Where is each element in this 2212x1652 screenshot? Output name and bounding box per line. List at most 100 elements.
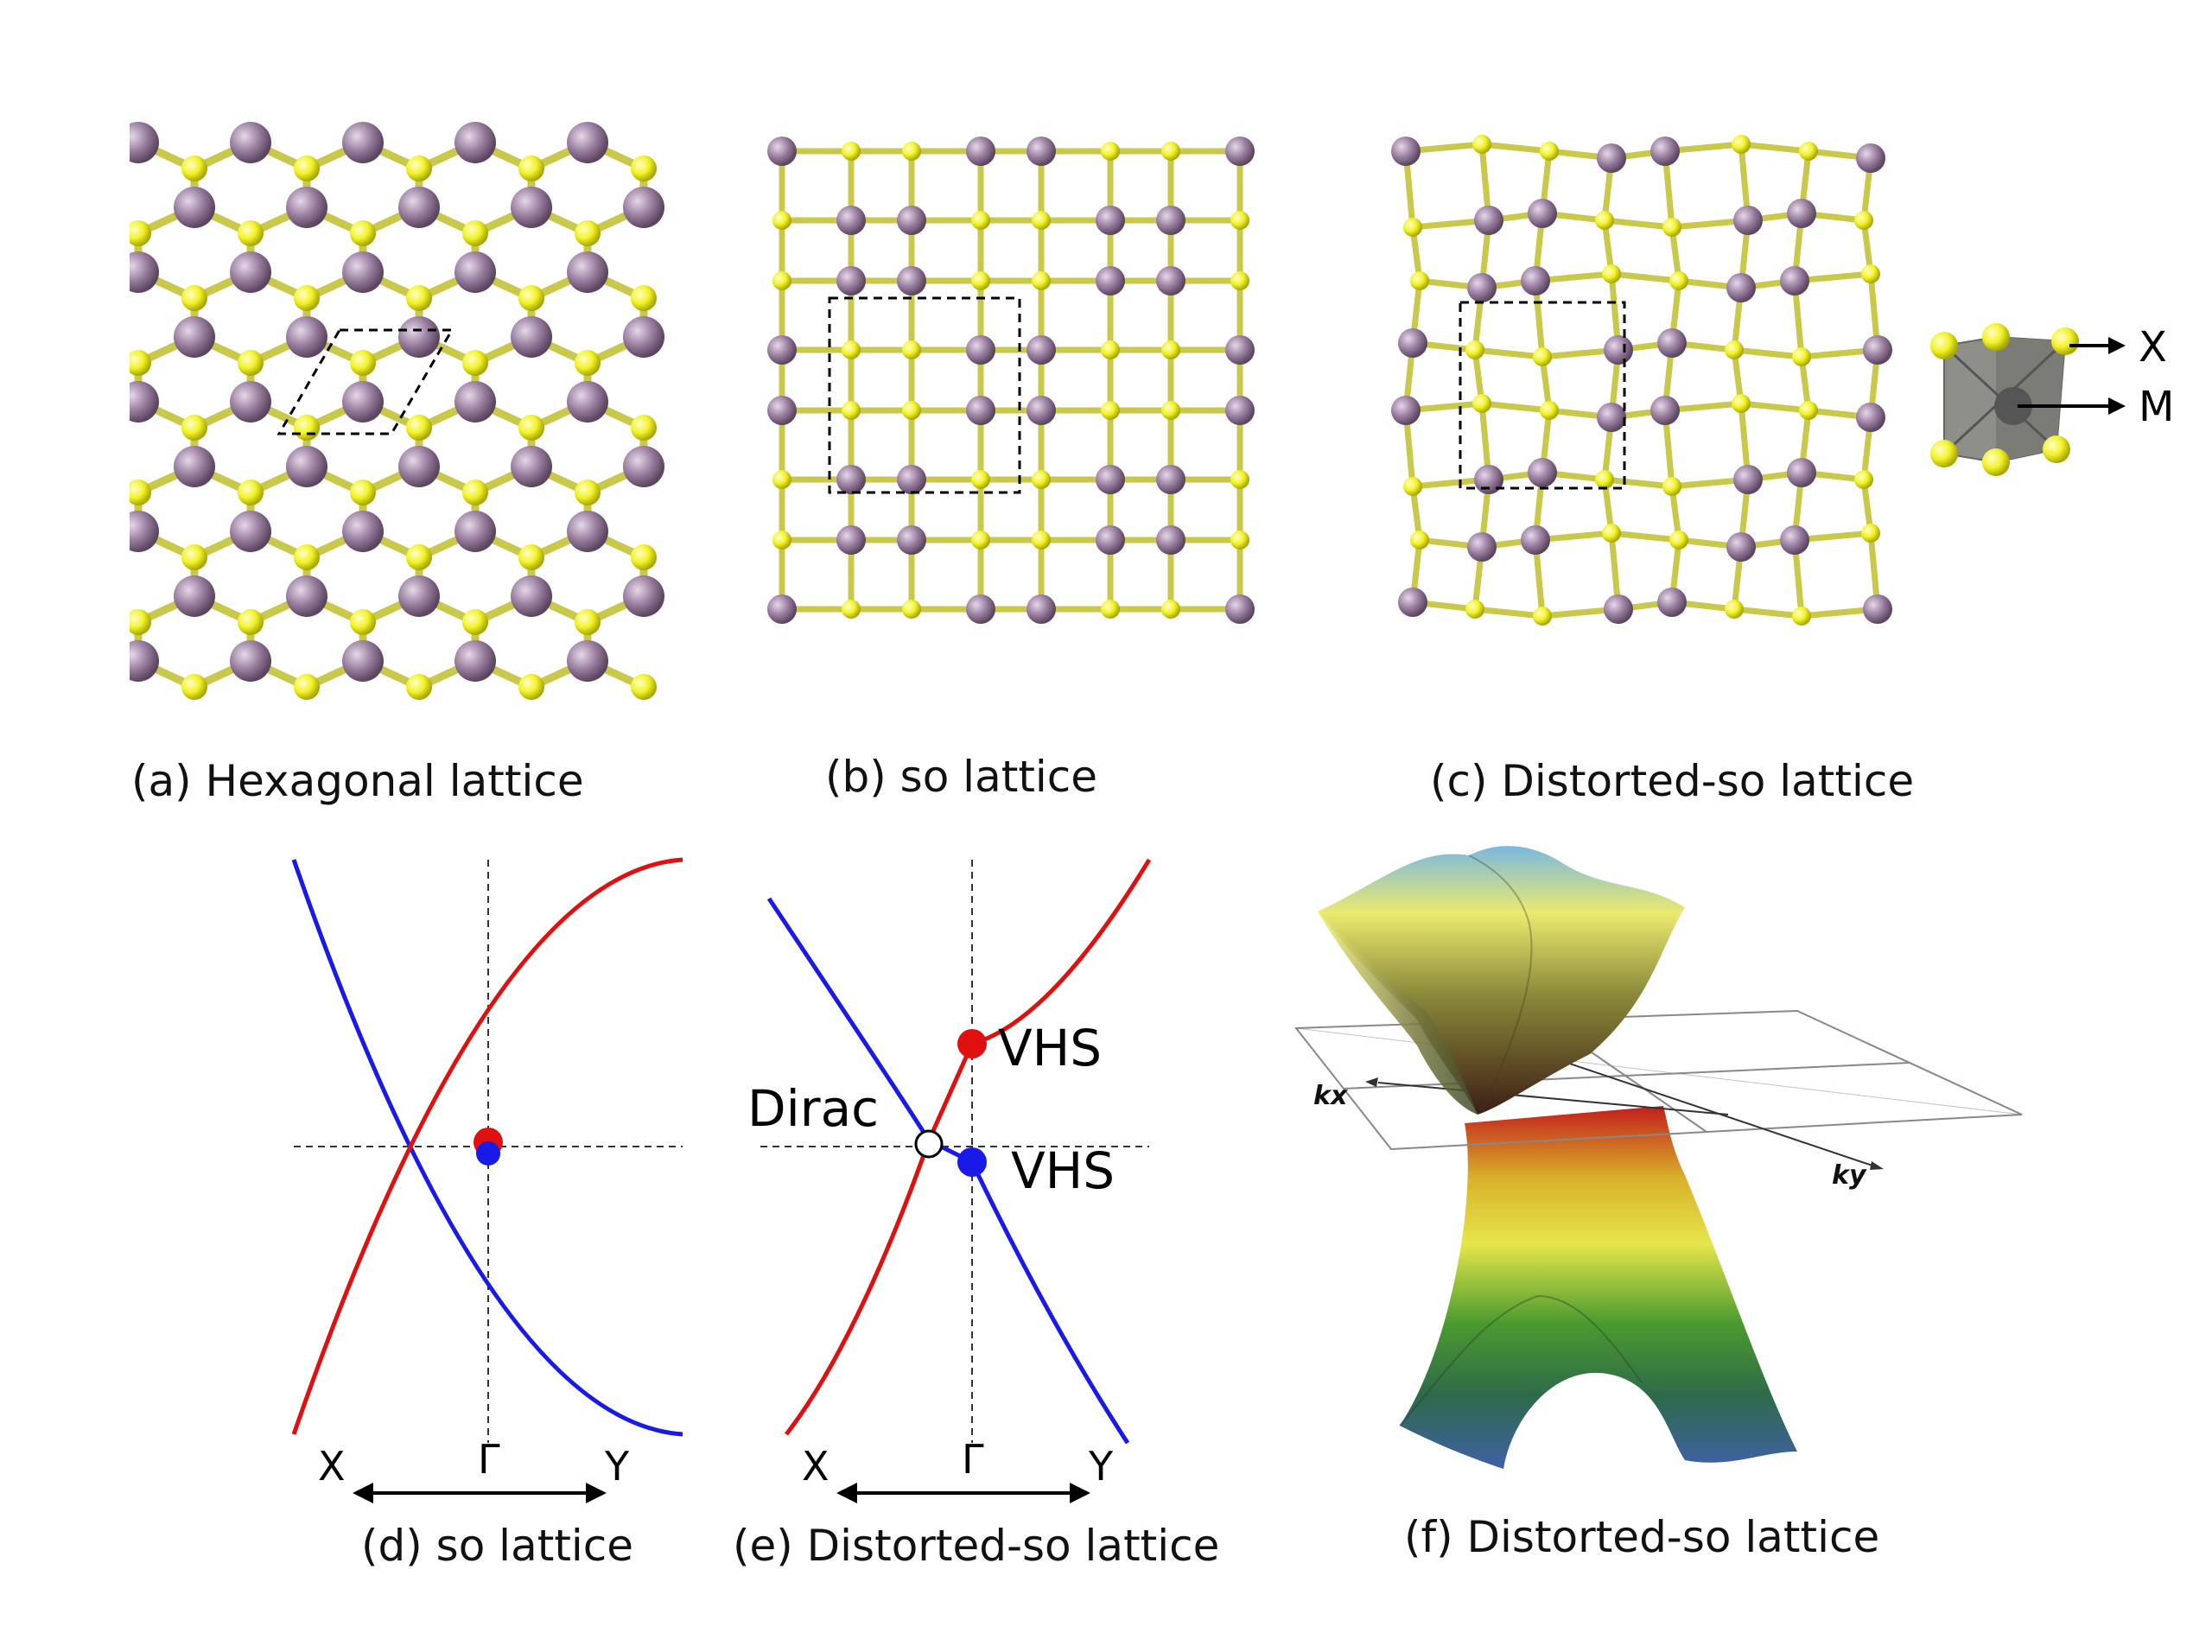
metal-atom bbox=[836, 266, 866, 295]
chalcogen-atom bbox=[1403, 218, 1422, 237]
chalcogen-atom bbox=[1161, 600, 1180, 619]
metal-atom bbox=[1780, 525, 1809, 555]
unit-cell-outline bbox=[276, 328, 454, 435]
metal-atom bbox=[342, 122, 384, 163]
band-structure-distorted-so: VHS VHS Dirac X Γ Y bbox=[747, 858, 1152, 1503]
metal-atom bbox=[897, 206, 926, 235]
chalcogen-atom bbox=[575, 220, 601, 246]
bond bbox=[1611, 270, 1680, 284]
k-label-x: X bbox=[802, 1443, 830, 1490]
chalcogen-atom bbox=[631, 544, 657, 570]
metal-atom bbox=[1027, 396, 1056, 425]
bond bbox=[1611, 530, 1680, 543]
metal-atom bbox=[897, 266, 926, 295]
metal-atom bbox=[767, 137, 797, 166]
metal-atom bbox=[1604, 335, 1633, 365]
chalcogen-atom bbox=[1230, 211, 1249, 230]
chalcogen-atom bbox=[902, 142, 921, 161]
metal-atom bbox=[398, 575, 440, 617]
chalcogen-atom bbox=[575, 480, 601, 505]
bond bbox=[1740, 141, 1809, 155]
metal-atom bbox=[286, 446, 327, 487]
chalcogen-atom bbox=[1472, 394, 1491, 413]
metal-atom bbox=[1604, 594, 1633, 624]
metal-atom bbox=[1096, 206, 1125, 235]
metal-atom bbox=[966, 396, 995, 425]
chalcogen-atom bbox=[1465, 600, 1484, 619]
kx-label: kx bbox=[1313, 1081, 1349, 1111]
chalcogen-atom bbox=[181, 156, 207, 181]
metal-atom bbox=[342, 511, 384, 552]
metal-atom bbox=[130, 251, 159, 293]
chalcogen-atom bbox=[1602, 264, 1621, 283]
chalcogen-atom bbox=[462, 609, 488, 635]
chalcogen-atom bbox=[1472, 135, 1491, 154]
chalcogen-atom bbox=[772, 271, 791, 290]
chalcogen-atom bbox=[518, 285, 544, 311]
metal-atom bbox=[1096, 266, 1125, 295]
metal-atom bbox=[1528, 458, 1557, 487]
so-lattice-diagram bbox=[767, 137, 1255, 624]
vhs-lower-label: VHS bbox=[1011, 1141, 1115, 1200]
chalcogen-atom bbox=[971, 271, 990, 290]
chalcogen-atom bbox=[518, 156, 544, 181]
chalcogen-atom bbox=[1540, 401, 1559, 420]
metal-atom bbox=[1391, 137, 1421, 166]
metal-atom bbox=[230, 251, 271, 293]
metal-atom bbox=[130, 511, 159, 552]
chalcogen-atom bbox=[1101, 401, 1120, 420]
metal-atom bbox=[1398, 328, 1427, 358]
metal-atom bbox=[130, 122, 159, 163]
metal-atom bbox=[623, 187, 664, 228]
chalcogen-atom bbox=[1725, 340, 1744, 359]
chalcogen-atom bbox=[406, 415, 432, 441]
chalcogen-atom bbox=[1230, 271, 1249, 290]
chalcogen-atom bbox=[294, 544, 320, 570]
metal-atom bbox=[511, 575, 552, 617]
chalcogen-atom bbox=[350, 609, 376, 635]
metal-atom bbox=[567, 640, 608, 682]
metal-atom bbox=[1521, 525, 1550, 555]
metal-atom bbox=[1398, 588, 1427, 617]
legend-x-label: X bbox=[2139, 323, 2167, 372]
metal-atom bbox=[767, 594, 797, 624]
chalcogen-atom bbox=[575, 609, 601, 635]
chalcogen-atom bbox=[1032, 531, 1051, 550]
metal-atom bbox=[567, 122, 608, 163]
metal-atom bbox=[1225, 335, 1255, 365]
k-label-y: Y bbox=[1088, 1443, 1114, 1490]
metal-atom bbox=[398, 187, 440, 228]
metal-atom bbox=[1657, 328, 1687, 358]
chalcogen-atom bbox=[238, 609, 264, 635]
metal-atom bbox=[1521, 266, 1550, 295]
chalcogen-atom bbox=[130, 609, 151, 635]
chalcogen-atom bbox=[1725, 600, 1744, 619]
chalcogen-atom bbox=[1032, 211, 1051, 230]
chalcogen-atom bbox=[631, 674, 657, 700]
bond bbox=[1474, 606, 1543, 620]
chalcogen-atom bbox=[631, 415, 657, 441]
chalcogen-atom bbox=[575, 350, 601, 376]
metal-atom bbox=[230, 122, 271, 163]
chalcogen-atom bbox=[1854, 211, 1873, 230]
caption-c: (c) Distorted-so lattice bbox=[1430, 756, 1915, 806]
caption-a: (a) Hexagonal lattice bbox=[131, 756, 584, 806]
chalcogen-atom bbox=[772, 531, 791, 550]
metal-atom bbox=[1391, 396, 1421, 425]
metal-atom bbox=[511, 187, 552, 228]
metal-atom bbox=[1027, 137, 1056, 166]
chalcogen-atom bbox=[902, 401, 921, 420]
metal-atom bbox=[174, 316, 215, 358]
chalcogen-atom bbox=[181, 415, 207, 441]
metal-atom bbox=[567, 511, 608, 552]
vhs-upper-point bbox=[957, 1029, 987, 1058]
metal-atom bbox=[1787, 458, 1816, 487]
bond bbox=[1481, 400, 1550, 414]
chalcogen-atom bbox=[1101, 340, 1120, 359]
chalcogen-atom bbox=[1861, 524, 1880, 543]
caption-e: (e) Distorted-so lattice bbox=[733, 1521, 1220, 1571]
chalcogen-atom bbox=[1669, 531, 1688, 550]
metal-atom bbox=[836, 525, 866, 555]
metal-atom bbox=[1597, 143, 1626, 173]
chalcogen-atom bbox=[1032, 271, 1051, 290]
